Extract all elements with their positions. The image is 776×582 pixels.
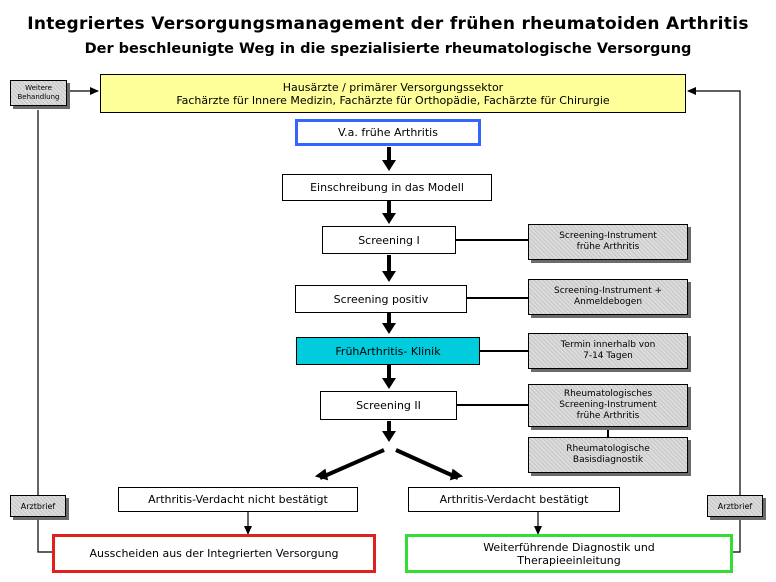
diagram-title: Integriertes Versorgungsmanagement der f… — [27, 14, 749, 34]
note-screening-instrument: Screening-Instrument frühe Arthritis — [528, 224, 688, 260]
doctor-letter-right-label: Arztbrief — [717, 501, 753, 511]
note-screening-form: Screening-Instrument + Anmeldebogen — [528, 279, 688, 315]
suspected-arthritis-box: V.a. frühe Arthritis — [295, 119, 481, 146]
screening-2-box: Screening II — [320, 391, 457, 420]
note-4-line2: Screening-Instrument — [559, 400, 657, 410]
note-5-line2: Basisdiagnostik — [572, 455, 644, 465]
screening-positive-label: Screening positiv — [333, 292, 429, 306]
early-arthritis-clinic-box: FrühArthritis- Klinik — [296, 337, 480, 365]
early-arthritis-clinic-label: FrühArthritis- Klinik — [335, 344, 441, 358]
note-4-line1: Rheumatologisches — [563, 389, 653, 399]
primary-care-line2: Fachärzte für Innere Medizin, Fachärzte … — [176, 93, 610, 107]
feedback-lines — [34, 87, 741, 553]
further-treatment-line2: Behandlung — [17, 93, 60, 101]
note-base-diagnostics: Rheumatologische Basisdiagnostik — [528, 437, 688, 473]
screening-1-box: Screening I — [322, 226, 456, 254]
diagram-subtitle: Der beschleunigte Weg in die spezialisie… — [84, 41, 692, 57]
not-confirmed-box: Arthritis-Verdacht nicht bestätigt — [118, 487, 358, 512]
note-2-line1: Screening-Instrument + — [553, 286, 663, 296]
note-connectors — [456, 239, 609, 437]
doctor-letter-right: Arztbrief — [707, 495, 763, 517]
note-4-line3: frühe Arthritis — [576, 411, 640, 421]
further-diagnostics-box: Weiterführende Diagnostik und Therapieei… — [405, 534, 733, 573]
confirmed-label: Arthritis-Verdacht bestätigt — [439, 493, 589, 506]
primary-care-line1: Hausärzte / primärer Versorgungssektor — [282, 80, 504, 94]
doctor-letter-left-label: Arztbrief — [20, 501, 56, 511]
not-confirmed-label: Arthritis-Verdacht nicht bestätigt — [148, 493, 328, 506]
screening-positive-box: Screening positiv — [295, 285, 467, 313]
note-1-line2: frühe Arthritis — [576, 242, 640, 252]
note-3-line1: Termin innerhalb von — [560, 340, 656, 350]
screening-2-label: Screening II — [356, 399, 421, 412]
enrollment-label: Einschreibung in das Modell — [310, 181, 464, 194]
screening-1-label: Screening I — [358, 233, 420, 247]
note-2-line2: Anmeldebogen — [573, 297, 643, 307]
further-treatment-line1: Weitere — [25, 84, 52, 92]
further-diagnostics-line2: Therapieeinleitung — [517, 553, 621, 567]
further-treatment-box: Weitere Behandlung — [10, 80, 67, 106]
note-appointment: Termin innerhalb von 7-14 Tagen — [528, 333, 688, 369]
enrollment-box: Einschreibung in das Modell — [282, 174, 492, 201]
exit-care-label: Ausscheiden aus der Integrierten Versorg… — [89, 547, 339, 560]
confirmed-box: Arthritis-Verdacht bestätigt — [408, 487, 620, 512]
suspected-arthritis-label: V.a. frühe Arthritis — [338, 126, 438, 139]
down-arrows — [244, 512, 542, 535]
note-5-line1: Rheumatologische — [566, 444, 650, 454]
primary-care-box: Hausärzte / primärer Versorgungssektor F… — [100, 74, 686, 113]
exit-care-box: Ausscheiden aus der Integrierten Versorg… — [52, 534, 376, 573]
note-rheum-screening: Rheumatologisches Screening-Instrument f… — [528, 384, 688, 427]
flow-arrows — [314, 147, 464, 481]
note-3-line2: 7-14 Tagen — [583, 351, 633, 361]
doctor-letter-left: Arztbrief — [10, 495, 66, 517]
note-1-line1: Screening-Instrument — [559, 231, 657, 241]
further-diagnostics-line1: Weiterführende Diagnostik und — [483, 540, 655, 554]
